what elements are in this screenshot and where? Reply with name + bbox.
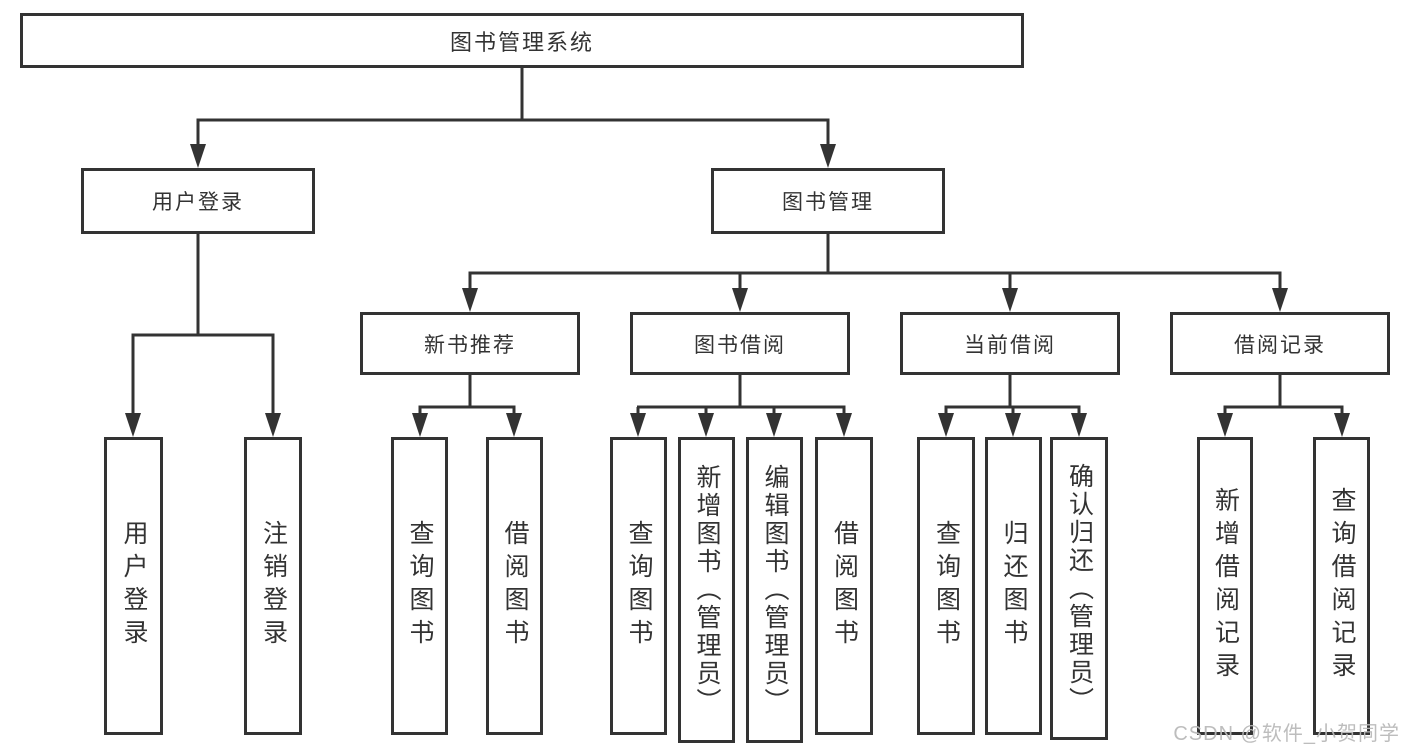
leaf-label: 确认归还（管理员） [1065, 462, 1094, 715]
node-label: 用户登录 [152, 191, 244, 214]
node-label: 图书管理系统 [449, 29, 594, 55]
leaf-label: 借阅图书 [830, 520, 859, 652]
node-current-borrowing: 当前借阅 [900, 312, 1120, 375]
leaf-query-books-recommend: 查询图书 [391, 437, 448, 735]
node-user-login: 用户登录 [81, 168, 315, 234]
leaf-confirm-return-admin: 确认归还（管理员） [1050, 437, 1108, 740]
leaf-user-login: 用户登录 [104, 437, 163, 735]
node-book-management: 图书管理 [711, 168, 945, 234]
leaf-label: 新增图书（管理员） [693, 464, 721, 716]
leaf-borrow-books-recommend: 借阅图书 [486, 437, 543, 735]
leaf-edit-book-admin: 编辑图书（管理员） [746, 437, 803, 743]
node-new-book-recommend: 新书推荐 [360, 312, 580, 375]
leaf-query-books-current: 查询图书 [917, 437, 975, 735]
leaf-add-borrow-record: 新增借阅记录 [1197, 437, 1253, 735]
leaf-label: 借阅图书 [501, 520, 529, 652]
leaf-logout-login: 注销登录 [244, 437, 302, 735]
node-borrowing-records: 借阅记录 [1170, 312, 1390, 375]
leaf-borrow-books-borrow: 借阅图书 [815, 437, 873, 735]
node-label: 图书借阅 [694, 333, 786, 357]
leaf-label: 用户登录 [120, 520, 148, 652]
leaf-add-book-admin: 新增图书（管理员） [678, 437, 735, 743]
leaf-label: 查询图书 [406, 520, 434, 652]
leaf-query-borrow-record: 查询借阅记录 [1313, 437, 1370, 735]
node-book-borrowing: 图书借阅 [630, 312, 850, 375]
node-label: 图书管理 [782, 191, 874, 214]
leaf-label: 查询图书 [932, 520, 961, 652]
leaf-label: 新增借阅记录 [1211, 487, 1240, 685]
node-label: 借阅记录 [1234, 333, 1326, 357]
csdn-watermark: CSDN @软件_小贺同学 [1173, 723, 1400, 745]
leaf-label: 注销登录 [259, 520, 288, 652]
leaf-label: 归还图书 [1000, 520, 1028, 652]
leaf-label: 编辑图书（管理员） [761, 464, 789, 716]
leaf-label: 查询图书 [625, 520, 653, 652]
node-label: 新书推荐 [424, 333, 516, 357]
leaf-query-books-borrow: 查询图书 [610, 437, 667, 735]
node-library-management-system: 图书管理系统 [20, 13, 1024, 68]
node-label: 当前借阅 [964, 333, 1056, 357]
leaf-label: 查询借阅记录 [1328, 487, 1356, 685]
leaf-return-books: 归还图书 [985, 437, 1042, 735]
